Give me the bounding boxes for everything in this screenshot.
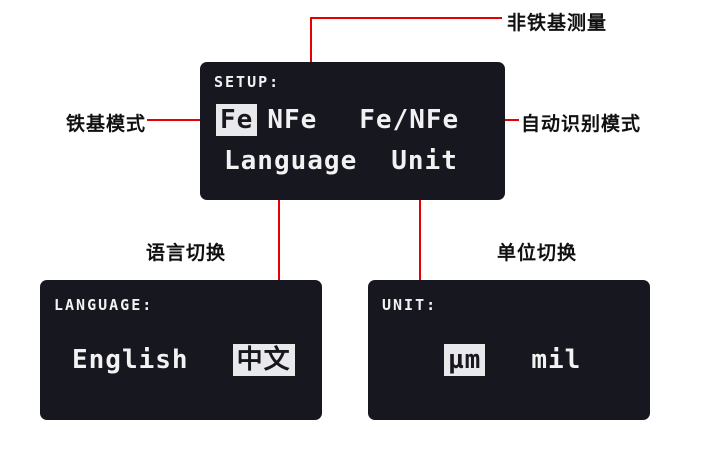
label-non-ferrous-mode: 非铁基测量 [507,12,608,34]
connector-line-nfe-horizontal [310,17,502,19]
setup-mode-row: Fe NFe Fe/NFe [216,104,459,136]
language-option-row: English 中文 [72,344,295,376]
setup-screen-title: SETUP: [214,73,281,91]
setup-menu-row: Language Unit [224,146,458,176]
language-screen: LANGUAGE: English 中文 [40,280,322,420]
mode-option-fe[interactable]: Fe [216,104,258,136]
label-ferrous-mode: 铁基模式 [66,113,147,135]
unit-option-mil[interactable]: mil [531,345,582,375]
label-language-switch: 语言切换 [146,242,227,264]
unit-screen-title: UNIT: [382,296,438,314]
language-option-chinese[interactable]: 中文 [232,344,295,376]
language-screen-title: LANGUAGE: [54,296,154,314]
language-option-english[interactable]: English [72,345,189,375]
mode-option-nfe[interactable]: NFe [267,105,318,135]
menu-item-unit[interactable]: Unit [391,146,458,176]
unit-option-um[interactable]: µm [444,344,486,376]
setup-screen: SETUP: Fe NFe Fe/NFe Language Unit [200,62,505,200]
connector-line-nfe-vertical [310,17,312,66]
unit-option-row: µm mil [444,344,581,376]
label-unit-switch: 单位切换 [497,242,578,264]
unit-screen: UNIT: µm mil [368,280,650,420]
connector-line-language [278,176,280,298]
menu-item-language[interactable]: Language [224,146,358,176]
label-auto-detect-mode: 自动识别模式 [521,113,642,135]
connector-line-fe [147,119,218,121]
connector-line-unit [419,176,421,302]
mode-option-fenfe[interactable]: Fe/NFe [359,105,460,135]
